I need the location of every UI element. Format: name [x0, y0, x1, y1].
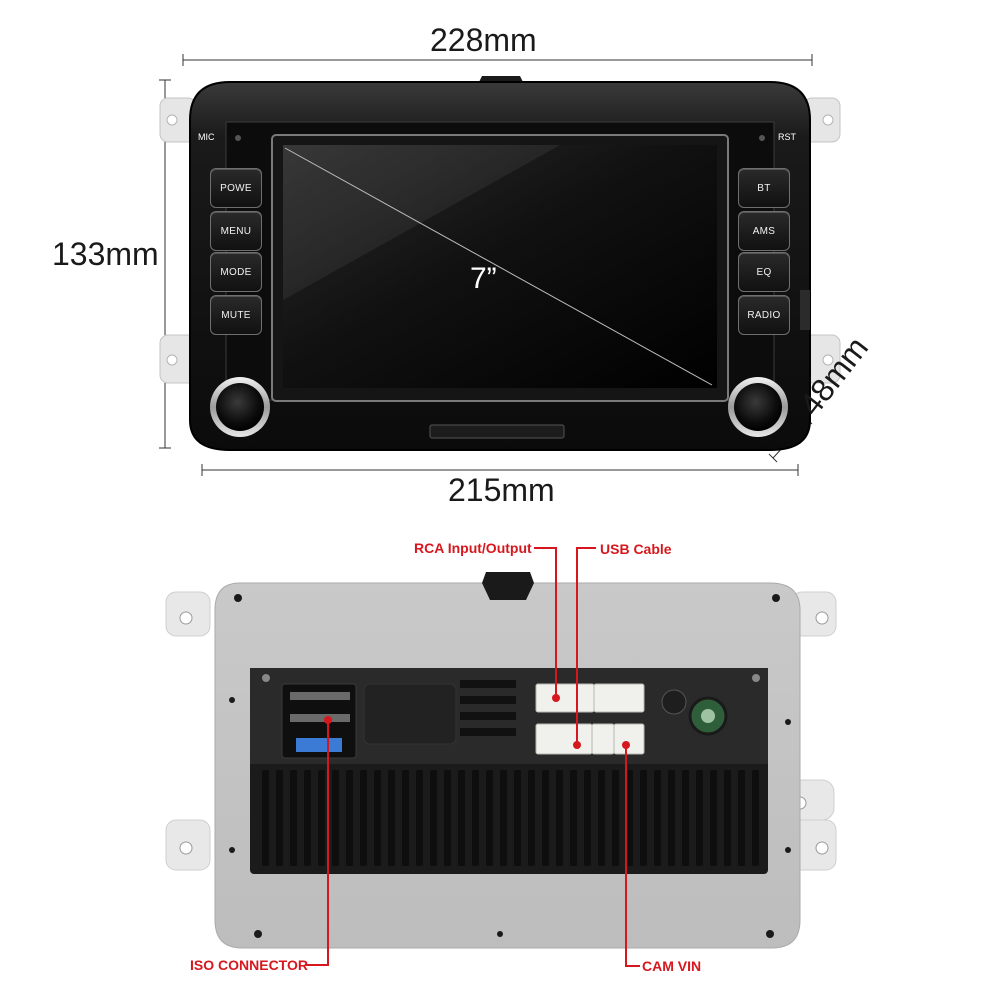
mode-button-label: MODE [220, 266, 252, 278]
mode-button[interactable]: MODE [210, 252, 262, 292]
iso-callout: ISO CONNECTOR [190, 957, 308, 973]
heatsink-fin [654, 770, 661, 866]
heatsink-fin [626, 770, 633, 866]
menu-button[interactable]: MENU [210, 211, 262, 251]
heatsink-fin [682, 770, 689, 866]
power-button-label: POWE [220, 182, 252, 194]
heatsink-fin [542, 770, 549, 866]
heatsink-fin [472, 770, 479, 866]
heatsink-fin [444, 770, 451, 866]
heatsink-fin [640, 770, 647, 866]
heatsink-fin [318, 770, 325, 866]
bottom-width-dimension: 215mm [448, 472, 555, 508]
heatsink-fin [262, 770, 269, 866]
rst-label: RST [778, 132, 796, 142]
usb-callout: USB Cable [600, 541, 672, 557]
heatsink-fin [528, 770, 535, 866]
mute-button-label: MUTE [221, 309, 251, 321]
heatsink-fin [584, 770, 591, 866]
callout-lines [306, 547, 640, 967]
heatsink-fin [458, 770, 465, 866]
ams-button[interactable]: AMS [738, 211, 790, 251]
rear-unit [165, 572, 837, 949]
menu-button-label: MENU [220, 225, 252, 237]
radio-button[interactable]: RADIO [738, 295, 790, 335]
ams-button-label: AMS [752, 225, 776, 237]
heatsink-fin [374, 770, 381, 866]
heatsink-fin [668, 770, 675, 866]
heatsink-fin [402, 770, 409, 866]
heatsink-fin [276, 770, 283, 866]
cam-callout: CAM VIN [642, 958, 702, 974]
heatsink-fin [514, 770, 521, 866]
heatsink-fin [556, 770, 563, 866]
heatsink-fin [290, 770, 297, 866]
bt-button[interactable]: BT [738, 168, 790, 208]
heatsink-fin [724, 770, 731, 866]
mic-label: MIC [198, 132, 215, 142]
power-button[interactable]: POWE [210, 168, 262, 208]
heatsink-fin [332, 770, 339, 866]
heatsink-fin [612, 770, 619, 866]
radio-button-label: RADIO [747, 309, 781, 321]
width-dimension: 228mm [430, 22, 537, 58]
screen-size-label: 7” [470, 262, 497, 295]
mute-button[interactable]: MUTE [210, 295, 262, 335]
heatsink-fin [598, 770, 605, 866]
heatsink-fin [486, 770, 493, 866]
eq-button[interactable]: EQ [738, 252, 790, 292]
heatsink-fin [388, 770, 395, 866]
height-dimension: 133mm [52, 236, 159, 272]
bt-button-label: BT [757, 182, 771, 194]
heatsink-fin [304, 770, 311, 866]
heatsink-fin [752, 770, 759, 866]
heatsink-fin [346, 770, 353, 866]
heatsink-fin [360, 770, 367, 866]
heatsink-fin [710, 770, 717, 866]
heatsink-fin [500, 770, 507, 866]
heatsink-fin [738, 770, 745, 866]
callout-markers [324, 694, 630, 749]
front-unit [159, 76, 841, 451]
heatsink-fin [696, 770, 703, 866]
heatsink-fin [416, 770, 423, 866]
eq-button-label: EQ [756, 266, 772, 278]
rca-callout: RCA Input/Output [414, 540, 532, 556]
heatsink-fin [430, 770, 437, 866]
heatsink-fin [570, 770, 577, 866]
